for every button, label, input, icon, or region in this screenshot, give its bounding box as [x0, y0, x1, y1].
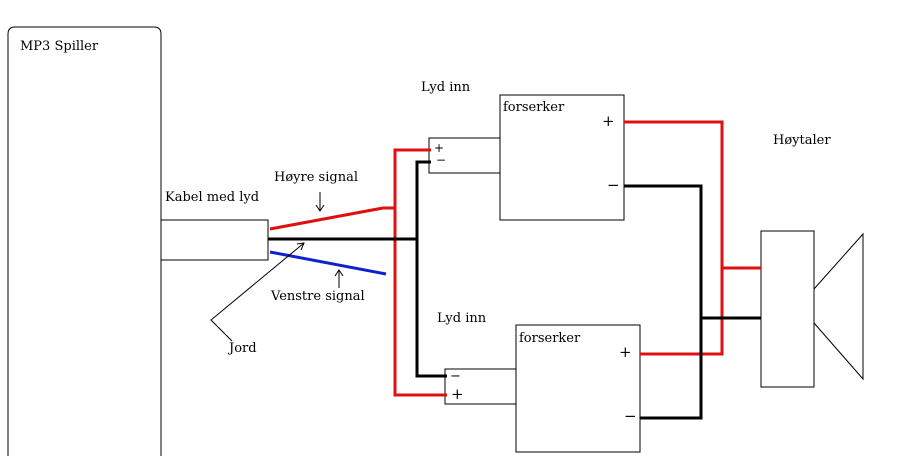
right-signal-wire: [269, 206, 395, 231]
input-connector-top: [428, 137, 501, 174]
right-signal-arrow: [315, 192, 325, 212]
left-signal-wire: [269, 250, 387, 276]
input-top-label: Lyd inn: [421, 80, 471, 95]
speaker-label: Høytaler: [773, 133, 831, 148]
black-input-bus: [415, 160, 447, 378]
mp3-player-label: MP3 Spiller: [20, 39, 99, 54]
top-amp-plus-wire: [624, 120, 761, 270]
amplifier-top-label: forserker: [503, 100, 565, 115]
bottom-amp-plus-wire: [640, 268, 724, 356]
cable-label: Kabel med lyd: [165, 190, 260, 205]
ground-arrow: [210, 242, 305, 342]
input-top-minus-symbol: −: [436, 153, 447, 167]
cable-plug: [160, 219, 269, 261]
amp-bottom-minus-symbol: −: [624, 407, 637, 425]
input-top-plus-symbol: +: [434, 141, 445, 155]
left-signal-arrow: [334, 269, 344, 288]
input-connector-bottom: [444, 368, 517, 405]
red-input-bus: [393, 148, 447, 397]
mp3-player-box: [7, 26, 162, 456]
amp-top-plus-symbol: +: [602, 112, 615, 130]
ground-label: Jord: [229, 341, 257, 356]
input-bottom-plus-symbol: +: [451, 385, 464, 403]
amplifier-bottom: [515, 324, 641, 453]
left-signal-label: Venstre signal: [271, 289, 365, 304]
amp-top-minus-symbol: −: [607, 176, 620, 194]
speaker-body: [760, 230, 815, 388]
speaker-cone: [813, 232, 864, 381]
input-bottom-minus-symbol: −: [450, 369, 461, 384]
top-amp-minus-wire: [624, 184, 703, 420]
amplifier-bottom-label: forserker: [519, 331, 581, 346]
input-bottom-label: Lyd inn: [437, 311, 487, 326]
amplifier-top: [499, 94, 625, 221]
amp-bottom-plus-symbol: +: [619, 343, 632, 361]
right-signal-label: Høyre signal: [274, 170, 358, 185]
